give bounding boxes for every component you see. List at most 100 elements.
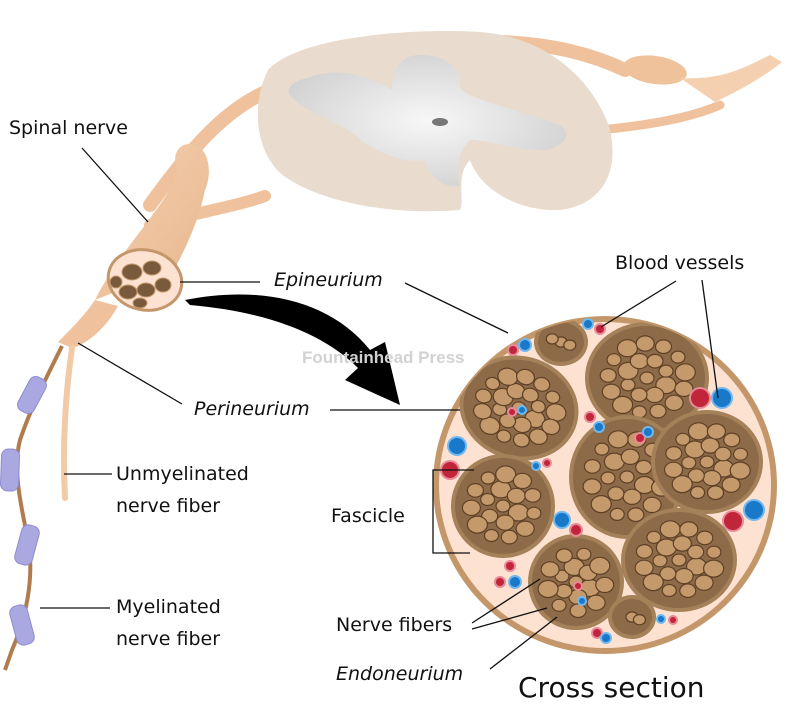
nerve-fiber <box>512 432 530 448</box>
nerve-fiber <box>687 422 710 441</box>
nerve-fiber <box>706 485 725 501</box>
nerve-fiber <box>583 459 602 474</box>
nerve-fiber <box>661 583 677 598</box>
nerve-fiber <box>665 446 683 461</box>
vein-lumen <box>658 616 664 622</box>
nerve-fiber <box>706 423 727 440</box>
vein-lumen <box>449 438 465 454</box>
nerve-fiber <box>466 515 488 534</box>
nerve-fiber <box>495 499 511 513</box>
nerve-fiber <box>528 428 548 445</box>
nerve-fiber <box>723 432 741 448</box>
nerve-fiber <box>526 506 542 520</box>
fascicles <box>451 318 763 639</box>
nerve-fiber <box>620 378 636 392</box>
nerve-fiber <box>515 520 535 537</box>
myelin-segment <box>14 524 40 566</box>
nerve-fiber <box>622 488 642 505</box>
myelin-segment <box>9 604 35 646</box>
vein-lumen <box>644 428 652 436</box>
nerve-fiber <box>702 469 722 487</box>
label-blood-vessels: Blood vessels <box>615 252 745 274</box>
nerve-fiber <box>533 376 551 392</box>
nerve-fiber <box>702 559 725 578</box>
perineurium-line-left <box>77 342 183 405</box>
spinal-cord <box>143 30 782 231</box>
nerve-fiber <box>687 468 705 484</box>
nerve-fiber <box>632 614 647 626</box>
nerve-fiber <box>652 554 668 568</box>
nerve-fiber <box>635 459 653 475</box>
nerve-fiber <box>674 380 694 397</box>
nerve-fiber <box>674 567 694 585</box>
gray-matter <box>288 55 567 187</box>
nerve-fiber <box>700 437 720 454</box>
small-fascicle <box>154 277 172 293</box>
nerve-fiber <box>495 514 515 531</box>
small-fascicle <box>132 297 148 309</box>
vein-lumen <box>595 423 603 431</box>
ventral-root-right <box>595 100 725 135</box>
nerve-fiber <box>599 368 617 383</box>
nerve-fiber <box>506 487 526 505</box>
nerve-fiber <box>620 448 640 465</box>
label-fascicle: Fascicle <box>331 505 405 527</box>
spinal-nerve <box>58 144 209 348</box>
artery-lumen <box>670 617 676 623</box>
nerve-fiber <box>551 598 567 612</box>
nerve-fiber <box>609 507 625 522</box>
artery-lumen <box>691 389 709 407</box>
fascicle <box>534 318 588 366</box>
vein-lumen <box>519 407 525 413</box>
nerve-fiber <box>616 339 639 358</box>
nerve-fiber <box>634 559 654 577</box>
label-perineurium: Perineurium <box>194 398 310 420</box>
nerve-stump <box>58 300 118 348</box>
nerve-fiber <box>645 386 665 404</box>
nerve-fibers-line-2 <box>471 607 548 630</box>
nerve-fiber <box>495 465 517 484</box>
nerve-fiber <box>649 403 667 419</box>
nerve-fiber <box>654 339 673 355</box>
nerve-fiber <box>601 383 621 400</box>
fascicle <box>621 508 737 612</box>
nerve-fiber <box>646 530 662 544</box>
nerve-fiber <box>586 594 606 611</box>
label-myelinated-1: Myelinated <box>116 596 221 618</box>
nerve-fiber <box>606 353 622 367</box>
nerve-fiber <box>619 470 635 484</box>
epineurium-line <box>404 282 509 334</box>
nerve-fiber <box>674 363 696 382</box>
nerve-fiber <box>555 548 573 564</box>
small-fascicles <box>109 260 172 309</box>
nerve-fiber <box>480 471 496 485</box>
vein-lumen <box>579 598 585 604</box>
nerve-fiber <box>663 461 684 478</box>
root-tail <box>680 55 782 102</box>
vein-lumen <box>713 389 731 407</box>
label-myelinated-2: nerve fiber <box>116 628 221 650</box>
nerve-fiber <box>512 472 533 490</box>
nerve-fiber <box>630 387 648 403</box>
nerve-fiber <box>541 418 561 436</box>
nerve-fiber <box>679 521 699 538</box>
artery-lumen <box>509 346 517 354</box>
nerve-fiber <box>611 395 634 414</box>
small-fascicle <box>136 282 156 298</box>
nerve-fiber <box>521 387 539 403</box>
fascicle <box>451 454 555 558</box>
title-cross-section: Cross section <box>518 671 705 704</box>
vein-lumen <box>520 340 530 350</box>
nerve-fiber <box>659 566 677 581</box>
nerve-fiber <box>675 432 691 446</box>
label-unmyelinated-2: nerve fiber <box>116 495 221 517</box>
label-unmyelinated-1: Unmyelinated <box>116 463 249 485</box>
fascicle <box>651 410 763 514</box>
artery-lumen <box>586 413 594 421</box>
nerve-fiber <box>485 376 501 391</box>
nerve-fiber <box>671 553 687 567</box>
small-fascicle <box>118 284 138 300</box>
nerve-fiber <box>530 399 546 414</box>
